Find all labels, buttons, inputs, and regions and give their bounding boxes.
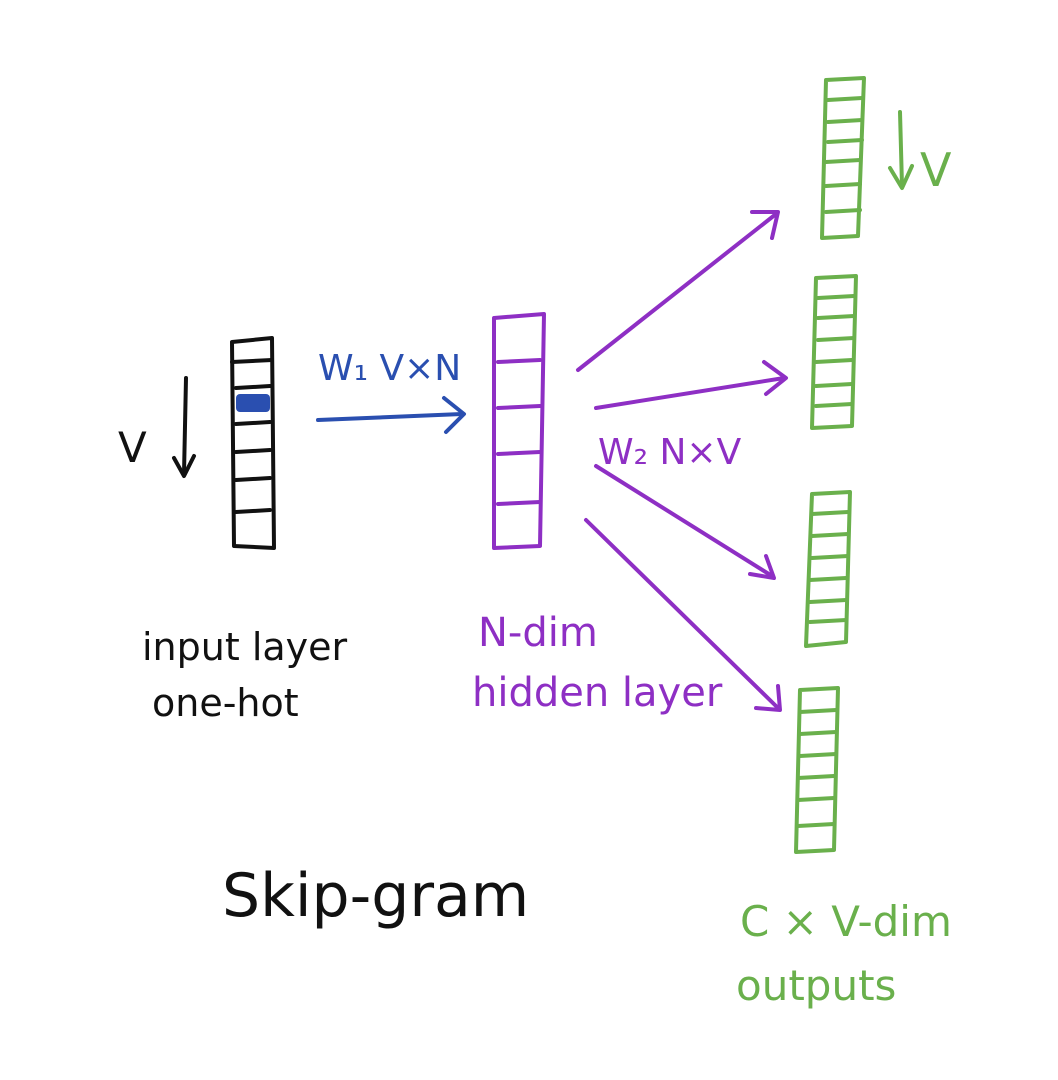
input-down-arrow bbox=[172, 376, 196, 478]
input-dimension-label: V bbox=[118, 423, 147, 472]
input-layer-vector bbox=[230, 336, 276, 550]
w2-arrows bbox=[576, 210, 788, 712]
diagram-title: Skip-gram bbox=[222, 861, 529, 931]
output-caption-line1: C × V-dim bbox=[740, 897, 952, 946]
input-caption-line1: input layer bbox=[142, 625, 348, 669]
output-dimension-label: V bbox=[920, 143, 952, 197]
output-vector-1 bbox=[820, 76, 866, 240]
w2-arrow-4 bbox=[584, 518, 780, 710]
output-vector-3 bbox=[804, 490, 852, 648]
output-down-arrow bbox=[888, 110, 914, 190]
w2-arrow-1 bbox=[576, 212, 778, 372]
w1-label: W₁ V×N bbox=[318, 348, 461, 389]
w2-label: W₂ N×V bbox=[598, 432, 742, 473]
output-vector-4 bbox=[794, 686, 840, 854]
output-caption-line2: outputs bbox=[736, 961, 896, 1010]
hidden-layer-vector bbox=[492, 312, 546, 550]
w1-arrow bbox=[316, 396, 466, 434]
one-hot-active-cell bbox=[236, 394, 270, 412]
input-caption-line2: one-hot bbox=[152, 681, 299, 725]
output-vector-2 bbox=[810, 274, 858, 430]
hidden-caption-line1: N-dim bbox=[478, 610, 598, 656]
w2-arrow-3 bbox=[594, 464, 774, 578]
hidden-caption-line2: hidden layer bbox=[472, 670, 723, 716]
w2-arrow-2 bbox=[594, 376, 786, 410]
